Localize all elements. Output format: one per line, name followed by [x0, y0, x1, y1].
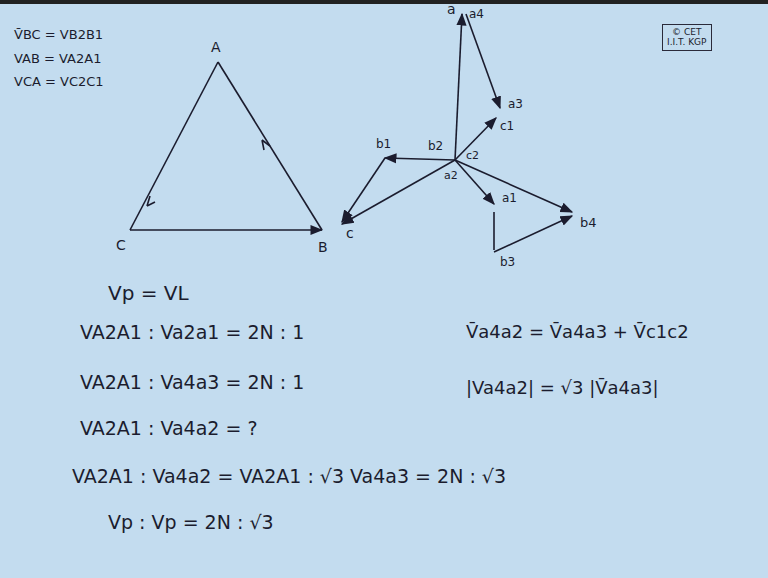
phasor-label: a4 — [469, 8, 484, 21]
vertex-label: B — [318, 240, 328, 255]
phasor-label: b2 — [428, 140, 443, 153]
phasor-label: c — [346, 226, 354, 241]
phasor-label: b1 — [376, 138, 391, 151]
equation-text: |Va4a2| = √3 |V̄a4a3| — [466, 378, 659, 398]
equation-text: VA2A1 : Va2a1 = 2N : 1 — [80, 322, 304, 343]
delta-triangle — [130, 62, 322, 230]
phasor-label: a3 — [508, 98, 523, 111]
equation-text: Vp : Vp = 2N : √3 — [108, 512, 274, 533]
phasor-label: c1 — [500, 120, 514, 133]
watermark-text: I.I.T. KGP — [667, 37, 707, 47]
phasor-label: b4 — [580, 216, 597, 230]
equation-text: Vp = VL — [108, 282, 189, 304]
equation-text: VA2A1 : Va4a2 = ? — [80, 418, 258, 439]
phasor-lines — [342, 14, 572, 252]
watermark-text: © CET — [667, 27, 707, 37]
phasor-label: c2 — [466, 150, 479, 162]
vertex-label: A — [211, 40, 221, 55]
phasor-label: a — [447, 2, 456, 17]
phasor-label: b3 — [500, 256, 515, 269]
phasor-label: a1 — [502, 192, 517, 205]
note-text: VCA = VC2C1 — [14, 75, 104, 89]
top-edge — [0, 0, 768, 4]
note-text: VAB = VA2A1 — [14, 52, 101, 66]
equation-text: VA2A1 : Va4a2 = VA2A1 : √3 Va4a3 = 2N : … — [72, 466, 506, 487]
note-text: V̄BC = VB2B1 — [14, 28, 103, 42]
watermark-box: © CETI.I.T. KGP — [662, 24, 712, 51]
phasor-label: a2 — [444, 170, 458, 182]
vertex-label: C — [116, 238, 126, 253]
equation-text: V̄a4a2 = V̄a4a3 + V̄c1c2 — [466, 322, 689, 342]
equation-text: VA2A1 : Va4a3 = 2N : 1 — [80, 372, 304, 393]
